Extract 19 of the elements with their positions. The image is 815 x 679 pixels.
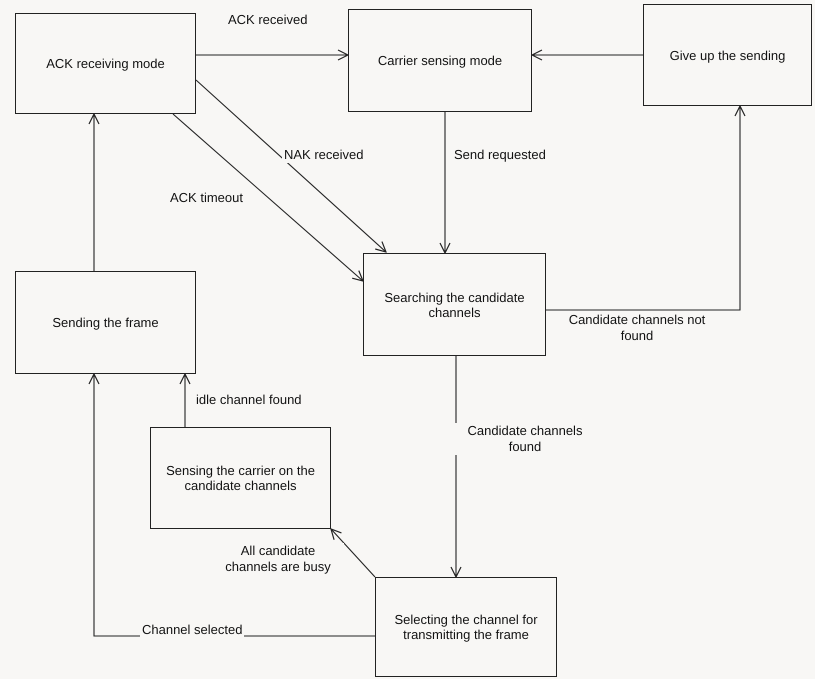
arrow bbox=[439, 112, 451, 254]
edge-label: Channel selected bbox=[140, 622, 244, 638]
arrow bbox=[88, 113, 100, 271]
arrow bbox=[179, 373, 191, 427]
state-box: Carrier sensing mode bbox=[348, 9, 532, 112]
arrow bbox=[531, 49, 643, 61]
state-box: ACK receiving mode bbox=[15, 13, 196, 114]
edge-label: NAK received bbox=[282, 147, 366, 163]
state-box: Searching the candidate channels bbox=[363, 253, 546, 356]
edge-label: Send requested bbox=[452, 147, 548, 163]
state-box: Selecting the channel for transmitting the frame bbox=[375, 577, 557, 677]
arrow bbox=[196, 49, 349, 61]
state-box: Give up the sending bbox=[643, 4, 812, 106]
state-box: Sending the frame bbox=[15, 271, 196, 374]
state-box: Sensing the carrier on the candidate channels bbox=[150, 427, 331, 529]
arrow bbox=[546, 105, 746, 311]
arrow bbox=[330, 528, 376, 578]
arrow bbox=[196, 80, 387, 253]
arrow bbox=[172, 114, 364, 282]
